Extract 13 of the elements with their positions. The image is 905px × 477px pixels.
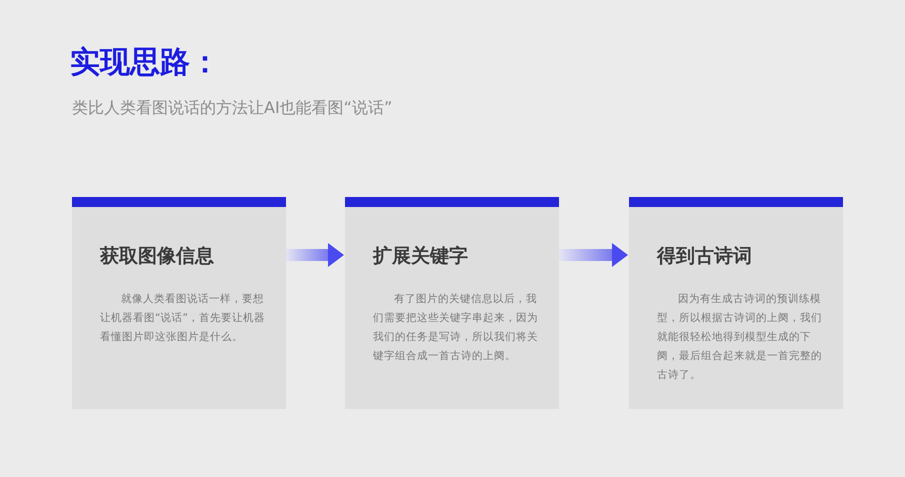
step-heading: 扩展关键字 — [373, 244, 468, 269]
step-description: 因为有生成古诗词的预训练模型，所以根据古诗词的上阕，我们就能很轻松地得到模型生成的下阕，最后组合起来就是一首完整的古诗了。 — [657, 292, 823, 383]
step-heading: 得到古诗词 — [657, 244, 752, 269]
step-description: 就像人类看图说话一样，要想让机器看图“说话”，首先要让机器看懂图片即这张图片是什么。 — [100, 292, 266, 345]
title: 实现思路： — [70, 44, 220, 82]
step-card — [629, 197, 843, 409]
step-description: 有了图片的关键信息以后，我们需要把这些关键字串起来，因为我们的任务是写诗，所以我们将关键字组合成一首古诗的上阕。 — [373, 292, 539, 364]
step-heading: 获取图像信息 — [100, 244, 214, 269]
arrow — [559, 243, 628, 267]
step-card — [345, 197, 559, 409]
arrow — [286, 243, 344, 267]
subtitle: 类比人类看图说话的方法让AI也能看图“说话” — [72, 98, 392, 119]
step-card — [72, 197, 286, 409]
